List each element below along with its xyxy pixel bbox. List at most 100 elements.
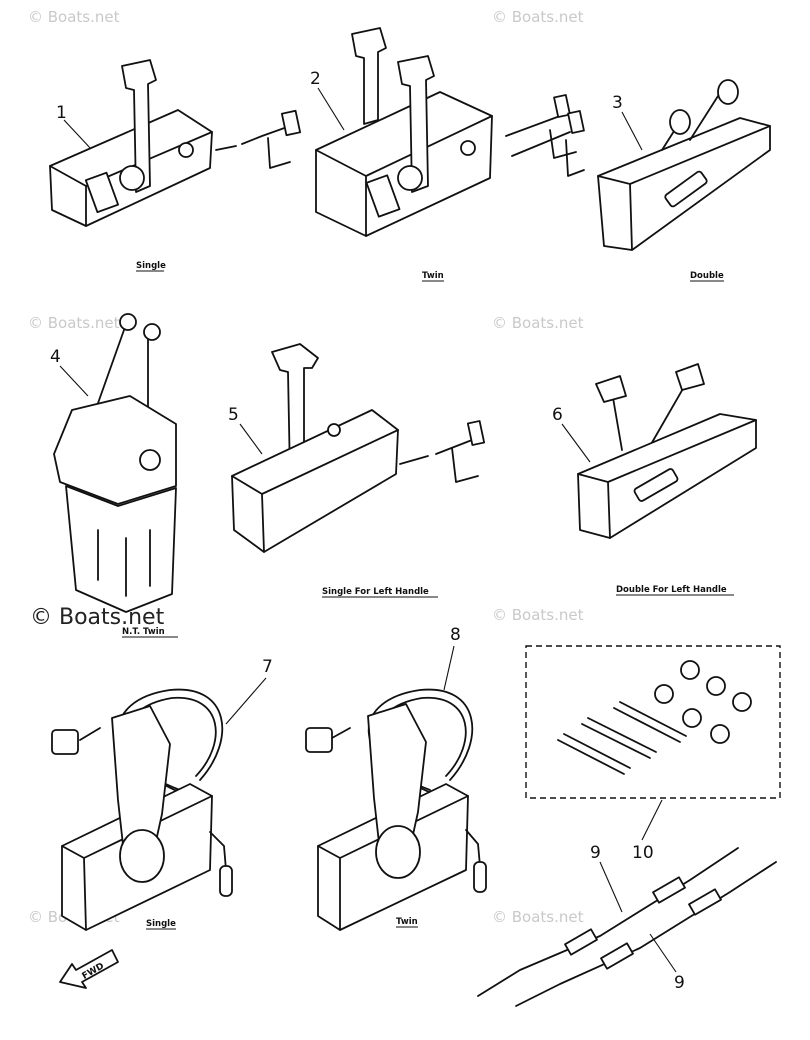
watermark-text: © Boats.net <box>492 8 584 26</box>
part-caption: Twin <box>422 271 444 281</box>
part-number-label: 4 <box>50 347 61 367</box>
harness-connector <box>51 729 79 755</box>
leader-line <box>641 799 663 841</box>
watermark-text: © Boats.net <box>28 8 120 26</box>
bolt <box>557 733 631 775</box>
box-edges <box>315 115 493 237</box>
leader-line <box>239 423 263 455</box>
bushing <box>710 724 730 744</box>
lever-knob <box>717 79 739 105</box>
lever-hub <box>119 829 165 883</box>
part-8-twin-remote-control: 8 Twin <box>305 625 487 931</box>
control-cable <box>515 861 777 1007</box>
rear-control-lever <box>351 27 387 125</box>
fwd-arrow-icon <box>59 949 119 989</box>
part-number-label: 8 <box>450 625 461 645</box>
box-edges <box>49 131 213 227</box>
box-edges <box>317 795 469 931</box>
throttle-cable <box>399 439 473 465</box>
bushing <box>680 660 700 680</box>
label-plate <box>365 174 401 218</box>
part-number-label: 6 <box>552 405 563 425</box>
housing-edges <box>577 419 757 539</box>
part-number-label: 2 <box>310 69 321 89</box>
watermarks: © Boats.net © Boats.net © Boats.net © Bo… <box>28 8 584 926</box>
leader-line <box>621 111 643 151</box>
part-number-label: 9 <box>590 843 601 863</box>
cable-bracket <box>267 137 291 169</box>
watermark-text: © Boats.net <box>492 606 584 624</box>
neutral-button <box>327 423 341 437</box>
lever-hub <box>139 449 161 471</box>
watermark-text: © Boats.net <box>30 605 165 630</box>
lever-knob <box>669 109 691 135</box>
emergency-stop-clip <box>219 865 233 897</box>
part-6-double-left-handle-remote-control: 6 Double For Left Handle <box>552 363 757 596</box>
label-plate <box>84 171 120 214</box>
control-box <box>231 409 399 553</box>
lever-hub <box>397 165 423 191</box>
yamaha-badge <box>664 170 708 208</box>
watermark-text: © Boats.net <box>492 908 584 926</box>
part-caption: Double For Left Handle <box>616 585 727 595</box>
leader-line <box>63 119 93 151</box>
cable-end-fitting <box>466 420 486 446</box>
front-control-lever <box>397 55 435 193</box>
lever-knob <box>143 323 161 341</box>
part-caption: Single For Left Handle <box>322 587 429 597</box>
lever-knob <box>595 375 627 403</box>
forward-direction-indicator: FWD <box>59 949 119 989</box>
part-number-label: 10 <box>632 843 654 863</box>
leader-line <box>599 861 623 913</box>
kit-outline-box <box>525 645 781 799</box>
leader-line <box>59 365 89 397</box>
part-caption: Double <box>690 271 724 281</box>
harness-connector <box>305 727 333 753</box>
cable-sleeve <box>688 888 722 916</box>
box-edges <box>231 429 399 553</box>
part-caption: Twin <box>396 917 418 927</box>
control-cable <box>477 847 739 997</box>
part-1-single-remote-control: 1 Single <box>49 59 302 272</box>
bolt <box>613 701 687 743</box>
part-7-single-remote-control: 7 Single <box>51 657 273 931</box>
part-number-label: 1 <box>56 103 67 123</box>
part-9-remote-control-cables: 9 9 <box>477 843 777 1007</box>
housing-edges <box>597 125 771 251</box>
emergency-stop-clip <box>473 861 487 893</box>
control-lever <box>121 59 157 193</box>
control-lever <box>271 343 319 477</box>
part-caption: Single <box>146 919 176 929</box>
leader-line <box>649 933 677 973</box>
watermark-text: © Boats.net <box>28 314 120 332</box>
bushing <box>706 676 726 696</box>
harness-lead <box>331 727 351 739</box>
base-ribs <box>97 529 151 597</box>
part-caption: Single <box>136 261 166 271</box>
cable-brackets <box>549 129 585 177</box>
part-number-label: 9 <box>674 973 685 993</box>
bushing <box>682 708 702 728</box>
part-number-label: 3 <box>612 93 623 113</box>
part-4-nt-twin-remote-control: 4 N.T. Twin <box>50 313 178 638</box>
binnacle-base <box>65 485 177 613</box>
cable-bracket <box>451 447 479 483</box>
neutral-button <box>178 142 194 158</box>
watermark-text: © Boats.net <box>492 314 584 332</box>
lever-hub <box>375 825 421 879</box>
cable-end-fitting <box>567 110 585 134</box>
lever-shafts <box>611 379 689 451</box>
lever-hub <box>119 165 145 191</box>
part-2-twin-remote-control: 2 Twin <box>310 27 585 282</box>
lever-knob <box>675 363 705 391</box>
leader-line <box>443 645 455 691</box>
leader-line <box>561 423 591 463</box>
cable-sleeve <box>564 928 598 956</box>
throttle-cables <box>505 115 571 157</box>
part-number-label: 7 <box>262 657 273 677</box>
leader-line <box>317 87 345 131</box>
lanyard-cord <box>465 829 481 867</box>
harness-lead <box>79 727 101 741</box>
leader-line <box>225 677 267 725</box>
